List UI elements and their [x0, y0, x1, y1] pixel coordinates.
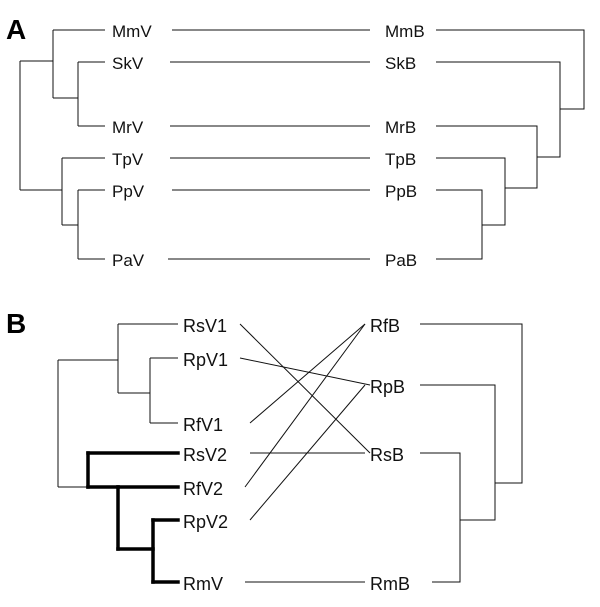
node-label-tpv: TpV	[112, 150, 144, 169]
node-label-mmv: MmV	[112, 22, 152, 41]
node-label-mrv: MrV	[112, 118, 144, 137]
panel-a-association-lines	[168, 29, 370, 260]
node-label-pab: PaB	[385, 251, 417, 270]
node-label-mmb: MmB	[385, 22, 425, 41]
node-label-tpb: TpB	[385, 150, 416, 169]
panel-b-association-lines	[239, 323, 371, 583]
panel-a-letter: A	[6, 14, 26, 45]
node-label-rsb: RsB	[370, 445, 404, 465]
panel-b-highlighted-clade	[86, 451, 180, 584]
node-label-rfv2: RfV2	[183, 479, 223, 499]
node-label-skv: SkV	[112, 54, 144, 73]
node-label-ppv: PpV	[112, 182, 145, 201]
node-label-rpv2: RpV2	[183, 512, 228, 532]
panel-a-right-tree	[436, 29, 585, 260]
node-label-rmb: RmB	[370, 574, 410, 594]
panel-b-right-tree	[420, 323, 523, 583]
node-label-skb: SkB	[385, 54, 416, 73]
panel-b-left-tree	[57, 323, 178, 488]
node-label-rmv: RmV	[183, 574, 223, 594]
node-label-rpb: RpB	[370, 377, 405, 397]
node-label-pav: PaV	[112, 251, 145, 270]
node-label-ppb: PpB	[385, 182, 417, 201]
panel-a-left-tree	[19, 29, 105, 260]
panel-b-letter: B	[6, 308, 26, 339]
node-label-rfv1: RfV1	[183, 415, 223, 435]
node-label-rsv1: RsV1	[183, 316, 227, 336]
node-label-mrb: MrB	[385, 118, 416, 137]
node-label-rpv1: RpV1	[183, 350, 228, 370]
node-label-rfb: RfB	[370, 316, 400, 336]
node-label-rsv2: RsV2	[183, 445, 227, 465]
